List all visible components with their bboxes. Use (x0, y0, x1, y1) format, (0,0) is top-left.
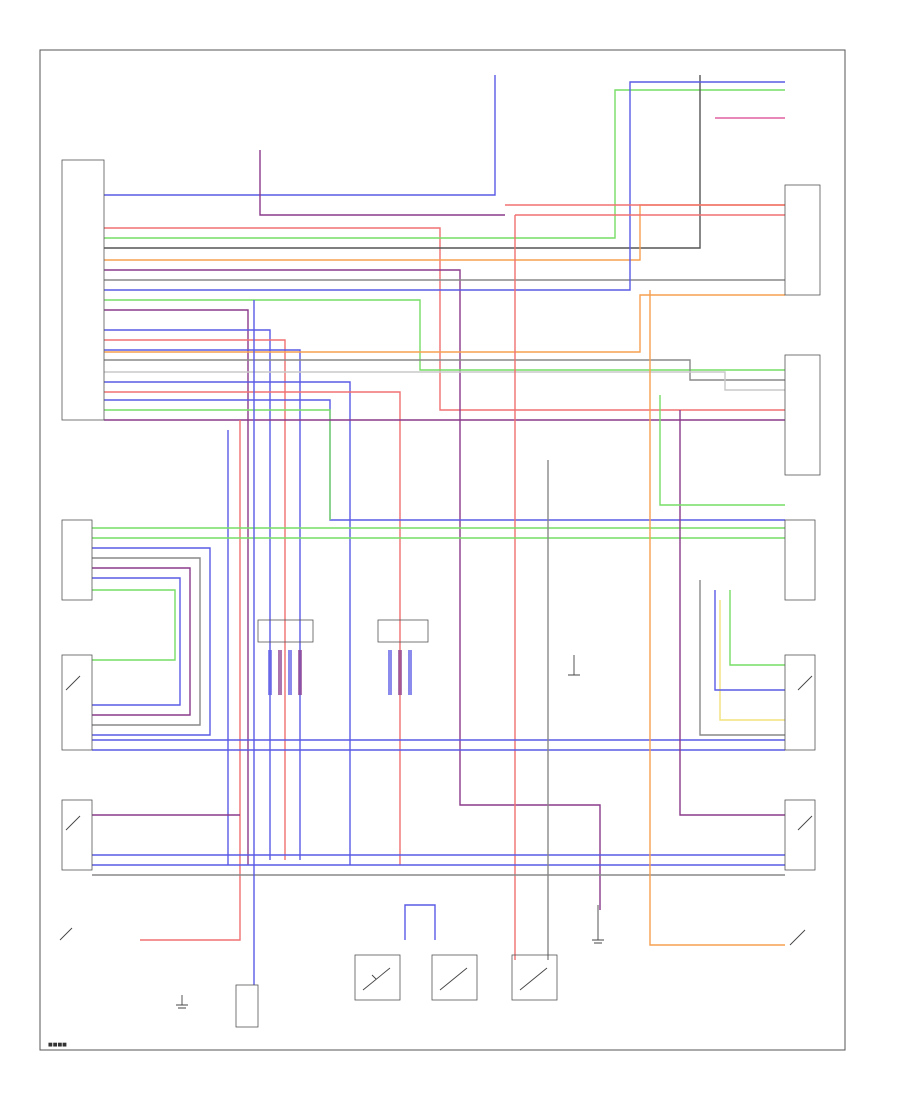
right-connector-upper (784, 184, 821, 296)
ground-symbols (176, 655, 604, 1009)
wire-red-12 (104, 339, 286, 860)
wire-blue-8 (104, 81, 785, 291)
junction-block-right (377, 619, 429, 643)
right-door-lock-assembly (784, 654, 816, 751)
wire-blue-30 (92, 577, 181, 706)
junction-block-left (257, 619, 314, 643)
diagram-frame (39, 49, 846, 1051)
wire-orange-39 (649, 290, 785, 946)
component-layer (59, 159, 821, 1028)
wire-blue-43 (714, 590, 785, 691)
harness-bundle-0 (268, 650, 272, 695)
wire-green-44 (729, 590, 785, 666)
wire-purple-10 (104, 309, 249, 865)
wire-yellow-42 (719, 600, 785, 721)
lock-switch-3 (511, 954, 558, 1001)
wire-green-40 (659, 395, 785, 506)
wire-blue-27 (92, 547, 211, 736)
wire-blue-0 (104, 75, 496, 196)
right-door-connector (784, 519, 816, 601)
harness-bundle-1 (278, 650, 282, 695)
harness-bundle-2 (288, 650, 292, 695)
wire-blue-45 (404, 904, 436, 940)
switch-contacts-sides (59, 675, 813, 946)
footer-label: ■■■■ (48, 1042, 67, 1048)
wire-purple-1 (259, 150, 505, 216)
wire-purple-29 (92, 567, 191, 716)
wire-green-20 (104, 409, 331, 520)
wire-darkgray-4 (104, 75, 701, 249)
wire-red-18 (104, 391, 401, 865)
wire-gray-15 (104, 359, 785, 381)
harness-bundle-5 (398, 650, 402, 695)
harness-bundle-6 (408, 650, 412, 695)
left-door-lock-assembly (61, 654, 93, 751)
harness-bundle-4 (388, 650, 392, 695)
wire-lightgray-16 (104, 371, 785, 391)
right-connector-lower (784, 354, 821, 476)
wire-purple-6 (104, 269, 601, 910)
right-lock-switch (784, 799, 816, 871)
lock-switch-1 (354, 954, 401, 1001)
wire-green-9 (104, 299, 785, 371)
switch-contacts-bottom (362, 967, 548, 991)
wire-purple-38 (679, 410, 785, 816)
wire-orange-14 (104, 294, 785, 353)
wire-gray-28 (92, 557, 201, 726)
wire-green-3 (104, 89, 785, 239)
relay-box (235, 984, 259, 1028)
lock-switch-2 (431, 954, 478, 1001)
wire-red-22 (140, 420, 241, 941)
body-control-module (61, 159, 105, 421)
wire-layer (92, 75, 785, 985)
wire-gray-41 (699, 580, 785, 736)
wire-orange-5 (104, 204, 785, 261)
harness-bundle-3 (298, 650, 302, 695)
left-door-connector (61, 519, 93, 601)
wire-blue-17 (104, 381, 351, 865)
wire-blue-19 (104, 399, 785, 521)
left-lock-switch (61, 799, 93, 871)
wire-red-2 (104, 227, 785, 411)
wire-green-31 (92, 589, 176, 661)
